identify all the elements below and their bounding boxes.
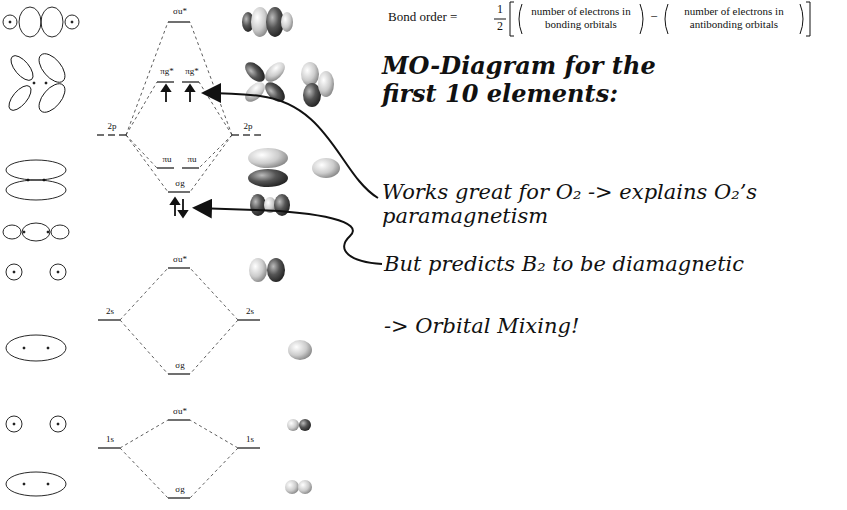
level-label: 1s (245, 434, 255, 444)
fraction-number: 1 (497, 3, 503, 17)
level-label: 1s (105, 434, 115, 444)
level-label: πg* (184, 66, 200, 76)
level-label: 2p (107, 121, 118, 131)
level-label: σu* (172, 254, 188, 264)
diagram-title: MO-Diagram for the first 10 elements: (382, 52, 712, 107)
fraction-number: 2 (497, 20, 503, 34)
level-label: σu* (172, 406, 188, 416)
note-text: But predicts B₂ to be diamagnetic (384, 252, 744, 276)
formula-operator: − (650, 10, 657, 25)
level-label: 2p (243, 121, 254, 131)
level-label: 2s (105, 306, 115, 316)
level-label: πg* (159, 66, 175, 76)
note-text: -> Orbital Mixing! (384, 314, 579, 338)
note-text: Works great for O₂ -> explains O₂’s para… (382, 180, 822, 228)
level-label: σg (174, 484, 185, 494)
formula-text: number of electrons in bonding orbitals (525, 5, 637, 30)
formula-text: number of electrons in antibonding orbit… (672, 5, 797, 30)
level-label: σg (174, 360, 185, 370)
level-label: σu* (172, 6, 188, 16)
level-label: 2s (245, 306, 255, 316)
level-label: σg (174, 178, 185, 188)
formula-text: Bond order = (388, 10, 457, 25)
level-label: πu (186, 154, 197, 164)
level-label: πu (161, 154, 172, 164)
